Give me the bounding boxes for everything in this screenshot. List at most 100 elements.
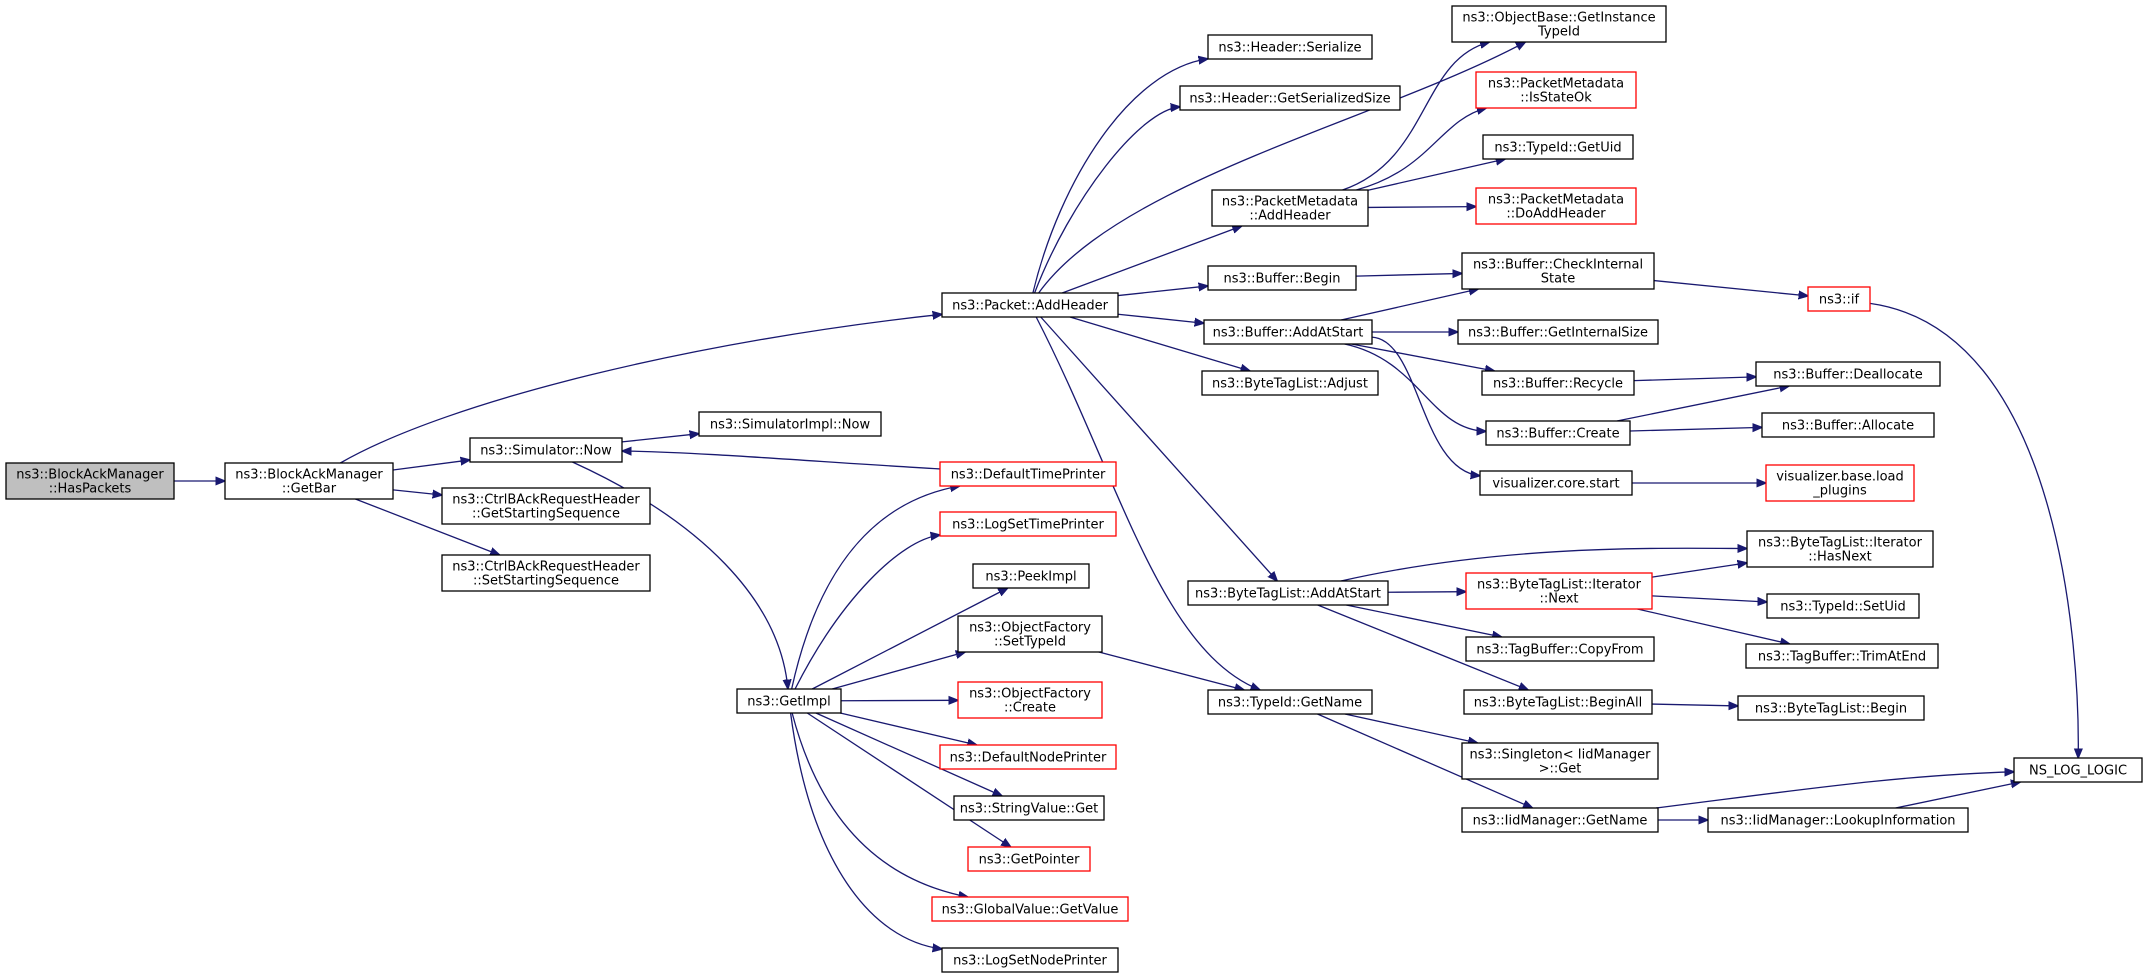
node-buf-get-internal-size[interactable]: ns3::Buffer::GetInternalSize: [1457, 319, 1659, 345]
node-pm-add-header[interactable]: ns3::PacketMetadata::AddHeader: [1211, 189, 1369, 227]
node-label-line: ::AddHeader: [1249, 209, 1331, 224]
node-of-create[interactable]: ns3::ObjectFactory::Create: [957, 681, 1103, 719]
node-box: [1475, 71, 1637, 109]
node-iid-get-name[interactable]: ns3::IidManager::GetName: [1461, 807, 1659, 833]
node-label-line: ns3::LogSetNodePrinter: [953, 954, 1107, 969]
edge-packet-add-header-to-buffer-begin: [1117, 286, 1208, 297]
node-of-set-type-id[interactable]: ns3::ObjectFactory::SetTypeId: [957, 615, 1103, 653]
node-packet-add-header[interactable]: ns3::Packet::AddHeader: [941, 292, 1119, 318]
node-box: [698, 411, 882, 437]
edge-get-impl-to-string-value-get: [815, 712, 1002, 796]
node-type-id-set-uid[interactable]: ns3::TypeId::SetUid: [1766, 593, 1920, 619]
node-btl-begin-all[interactable]: ns3::ByteTagList::BeginAll: [1463, 689, 1653, 715]
node-header-serialize[interactable]: ns3::Header::Serialize: [1207, 34, 1373, 60]
edge-btl-add-at-start-to-tag-buf-copy-from: [1346, 604, 1501, 637]
node-box: [736, 688, 842, 714]
node-box: [1201, 370, 1379, 396]
node-box: [1479, 470, 1633, 496]
edge-packet-add-header-to-btl-add-at-start: [1040, 316, 1278, 581]
edge-pm-add-header-to-pm-is-state-ok: [1356, 108, 1486, 191]
node-box: [972, 563, 1090, 589]
node-btl-begin[interactable]: ns3::ByteTagList::Begin: [1737, 695, 1925, 721]
node-label-line: TypeId: [1537, 25, 1580, 40]
edge-packet-add-header-to-header-serialize: [1032, 59, 1208, 294]
node-btl-adjust[interactable]: ns3::ByteTagList::Adjust: [1201, 370, 1379, 396]
node-viz-start[interactable]: visualizer.core.start: [1479, 470, 1633, 496]
node-label-line: ns3::Buffer::Begin: [1223, 272, 1340, 287]
node-def-node-printer[interactable]: ns3::DefaultNodePrinter: [939, 744, 1117, 770]
node-tag-buf-trim[interactable]: ns3::TagBuffer::TrimAtEnd: [1745, 643, 1939, 669]
node-box: [939, 461, 1117, 487]
node-header-get-size[interactable]: ns3::Header::GetSerializedSize: [1179, 85, 1401, 111]
node-get-impl[interactable]: ns3::GetImpl: [736, 688, 842, 714]
node-label-line: ns3::ObjectFactory: [969, 687, 1091, 702]
node-label-line: ::HasPackets: [49, 482, 132, 497]
node-buf-recycle[interactable]: ns3::Buffer::Recycle: [1481, 370, 1635, 396]
node-log-set-node[interactable]: ns3::LogSetNodePrinter: [941, 947, 1119, 973]
node-btl-add-at-start[interactable]: ns3::ByteTagList::AddAtStart: [1187, 580, 1389, 606]
node-label-line: ns3::ByteTagList::Begin: [1755, 702, 1907, 717]
edge-get-impl-to-peek-impl: [811, 588, 1008, 690]
node-box: [2013, 757, 2143, 783]
node-box: [1766, 593, 1920, 619]
node-label-line: ns3::ByteTagList::Iterator: [1477, 578, 1642, 593]
node-singleton-get[interactable]: ns3::Singleton< IidManager >::Get: [1461, 742, 1659, 780]
node-def-time-printer[interactable]: ns3::DefaultTimePrinter: [939, 461, 1117, 487]
node-label-line: ns3::TypeId::GetName: [1218, 696, 1362, 711]
node-label-line: ns3::Header::GetSerializedSize: [1189, 92, 1390, 107]
node-iid-lookup[interactable]: ns3::IidManager::LookupInformation: [1707, 807, 1969, 833]
node-string-value-get[interactable]: ns3::StringValue::Get: [953, 795, 1105, 821]
node-pm-is-state-ok[interactable]: ns3::PacketMetadata::IsStateOk: [1475, 71, 1637, 109]
node-label-line: ns3::Header::Serialize: [1218, 41, 1361, 56]
node-viz-load-plugins[interactable]: visualizer.base.load_plugins: [1765, 464, 1915, 502]
node-label-line: ns3::IidManager::GetName: [1473, 814, 1648, 829]
node-label-line: ns3::Singleton< IidManager: [1469, 748, 1651, 763]
edge-sim-now-to-get-impl: [572, 461, 788, 689]
call-nodes: ns3::BlockAckManager::HasPackets ns3::Blo…: [5, 5, 2143, 973]
node-btl-iter-next[interactable]: ns3::ByteTagList::Iterator::Next: [1465, 572, 1653, 610]
node-type-id-get-name[interactable]: ns3::TypeId::GetName: [1207, 689, 1373, 715]
node-has-packets[interactable]: ns3::BlockAckManager::HasPackets: [5, 462, 175, 500]
node-buffer-begin[interactable]: ns3::Buffer::Begin: [1207, 265, 1357, 291]
edge-get-impl-to-of-set-type-id: [831, 652, 965, 690]
edge-get-impl-to-def-time-printer: [791, 486, 960, 690]
edge-get-impl-to-global-value: [791, 712, 968, 897]
node-ns3if[interactable]: ns3::if: [1807, 286, 1871, 312]
node-label-line: ns3::TagBuffer::CopyFrom: [1476, 643, 1643, 658]
node-type-id-get-uid[interactable]: ns3::TypeId::GetUid: [1482, 134, 1634, 160]
edge-get-impl-to-log-set-time: [794, 535, 940, 690]
node-get-pointer[interactable]: ns3::GetPointer: [967, 846, 1091, 872]
node-box: [1207, 689, 1373, 715]
edge-buf-recycle-to-buf-deallocate: [1633, 377, 1756, 381]
node-buf-allocate[interactable]: ns3::Buffer::Allocate: [1761, 412, 1935, 438]
node-log-set-time[interactable]: ns3::LogSetTimePrinter: [939, 511, 1117, 537]
node-ctrl-set[interactable]: ns3::CtrlBAckRequestHeader::SetStartingS…: [441, 554, 651, 592]
node-btl-iter-has-next[interactable]: ns3::ByteTagList::Iterator::HasNext: [1746, 530, 1934, 568]
node-box: [441, 554, 651, 592]
node-peek-impl[interactable]: ns3::PeekImpl: [972, 563, 1090, 589]
node-sim-impl-now[interactable]: ns3::SimulatorImpl::Now: [698, 411, 882, 437]
node-box: [1761, 412, 1935, 438]
node-pm-do-add-header[interactable]: ns3::PacketMetadata::DoAddHeader: [1475, 187, 1637, 225]
node-tag-buf-copy-from[interactable]: ns3::TagBuffer::CopyFrom: [1465, 636, 1655, 662]
node-buffer-add-at-start[interactable]: ns3::Buffer::AddAtStart: [1203, 319, 1373, 345]
node-box: [1207, 265, 1357, 291]
node-ns-log-logic[interactable]: NS_LOG_LOGIC: [2013, 757, 2143, 783]
edge-type-id-get-name-to-singleton-get: [1344, 713, 1478, 743]
node-buf-deallocate[interactable]: ns3::Buffer::Deallocate: [1755, 361, 1941, 387]
node-get-bar[interactable]: ns3::BlockAckManager::GetBar: [224, 462, 394, 500]
node-box: [939, 744, 1117, 770]
node-box: [1807, 286, 1871, 312]
edge-pm-add-header-to-obj-base-get-inst: [1342, 42, 1490, 191]
edge-get-bar-to-ctrl-get: [392, 489, 442, 495]
node-label-line: ::GetBar: [282, 482, 337, 497]
edge-get-impl-to-log-set-node: [789, 712, 942, 949]
node-buf-create[interactable]: ns3::Buffer::Create: [1485, 420, 1631, 446]
node-sim-now[interactable]: ns3::Simulator::Now: [469, 437, 623, 463]
edge-get-bar-to-packet-add-header: [340, 314, 942, 464]
node-global-value[interactable]: ns3::GlobalValue::GetValue: [931, 896, 1129, 922]
edge-get-bar-to-sim-now: [392, 460, 470, 471]
node-ctrl-get[interactable]: ns3::CtrlBAckRequestHeader::GetStartingS…: [441, 487, 651, 525]
